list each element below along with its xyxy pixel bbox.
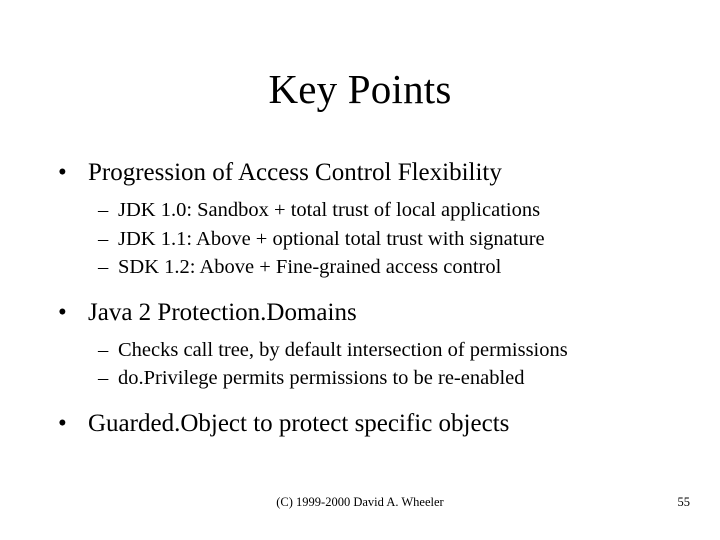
footer-copyright: (C) 1999-2000 David A. Wheeler: [276, 495, 444, 509]
bullet-dot-icon: •: [58, 409, 67, 437]
bullet-level2-label: JDK 1.1: Above + optional total trust wi…: [118, 227, 545, 250]
spacer: [0, 286, 720, 300]
bullet-level2: – Checks call tree, by default intersect…: [0, 338, 720, 361]
bullet-level1: • Progression of Access Control Flexibil…: [0, 160, 720, 185]
bullet-level2-label: JDK 1.0: Sandbox + total trust of local …: [118, 199, 541, 221]
bullet-level2-label: Checks call tree, by default intersectio…: [118, 338, 568, 361]
spacer: [0, 397, 720, 411]
bullet-level2: – JDK 1.1: Above + optional total trust …: [0, 227, 720, 250]
bullet-level2: – do.Privilege permits permissions to be…: [0, 368, 720, 389]
bullet-level1-label: Guarded.Object to protect specific objec…: [88, 409, 510, 437]
bullet-dash-icon: –: [98, 199, 109, 221]
bullet-dash-icon: –: [98, 338, 109, 361]
bullet-level1: • Java 2 Protection.Domains: [0, 300, 720, 325]
bullet-level2-label: do.Privilege permits permissions to be r…: [118, 367, 525, 389]
bullet-dash-icon: –: [98, 227, 109, 250]
slide-body: • Progression of Access Control Flexibil…: [0, 160, 720, 441]
bullet-dot-icon: •: [58, 159, 67, 186]
footer-page-number: 55: [677, 495, 691, 509]
bullet-level2-label: SDK 1.2: Above + Fine-grained access con…: [118, 256, 502, 278]
bullet-dash-icon: –: [98, 256, 109, 278]
bullet-level2: – SDK 1.2: Above + Fine-grained access c…: [0, 257, 720, 278]
bullet-dash-icon: –: [98, 367, 109, 389]
bullet-level1-label: Java 2 Protection.Domains: [88, 298, 357, 326]
bullet-dot-icon: •: [58, 298, 67, 326]
bullet-level2: – JDK 1.0: Sandbox + total trust of loca…: [0, 200, 720, 221]
bullet-level1-label: Progression of Access Control Flexibilit…: [88, 159, 502, 186]
bullet-level1: • Guarded.Object to protect specific obj…: [0, 411, 720, 436]
page-title: Key Points: [268, 66, 452, 112]
